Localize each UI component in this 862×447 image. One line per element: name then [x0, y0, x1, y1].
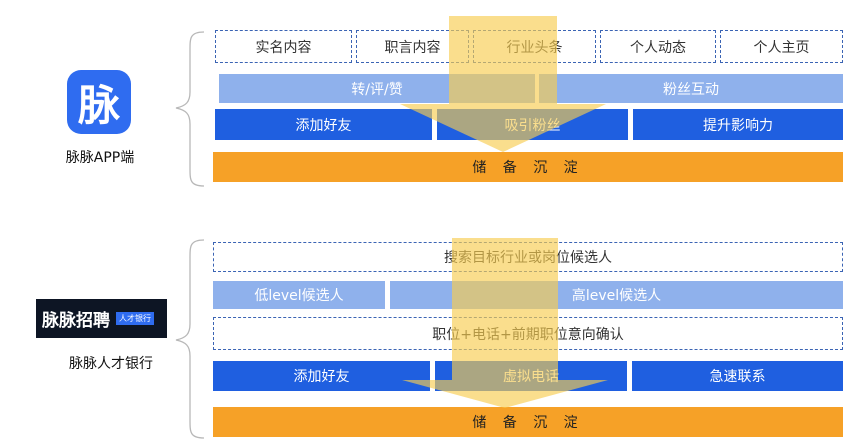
bottom-flow-arrow-shaft [452, 238, 558, 380]
talent-bank-badge: 人才银行 [116, 312, 154, 325]
logo-char: 脉 [77, 80, 120, 130]
bottom-storage-bar: 储 备 沉 淀 [213, 407, 843, 437]
talent-bank-label: 脉脉人才银行 [69, 356, 153, 372]
bottom-brace [175, 239, 205, 439]
top-row2-item: 粉丝互动 [539, 74, 843, 103]
top-row1-item: 个人动态 [600, 30, 716, 63]
top-flow-arrow-shaft [449, 16, 557, 104]
bottom-row4-item: 急速联系 [632, 361, 843, 391]
top-flow-arrow-head [400, 104, 606, 152]
recruit-brand-text: 脉脉招聘 [42, 311, 110, 331]
top-row1-item: 个人主页 [720, 30, 843, 63]
bottom-row4-item: 添加好友 [213, 361, 430, 391]
bottom-row2-item: 低level候选人 [213, 281, 385, 309]
maimai-app-label: 脉脉APP端 [65, 150, 135, 166]
maimai-recruit-logo: 脉脉招聘 人才银行 [36, 299, 167, 338]
bottom-flow-arrow-head [402, 380, 608, 408]
top-brace [175, 31, 205, 187]
maimai-app-logo: 脉 [67, 70, 131, 134]
top-row3-item: 提升影响力 [633, 109, 843, 140]
top-row1-item: 实名内容 [215, 30, 352, 63]
top-storage-bar: 储 备 沉 淀 [213, 152, 843, 182]
top-row3-item: 添加好友 [215, 109, 432, 140]
